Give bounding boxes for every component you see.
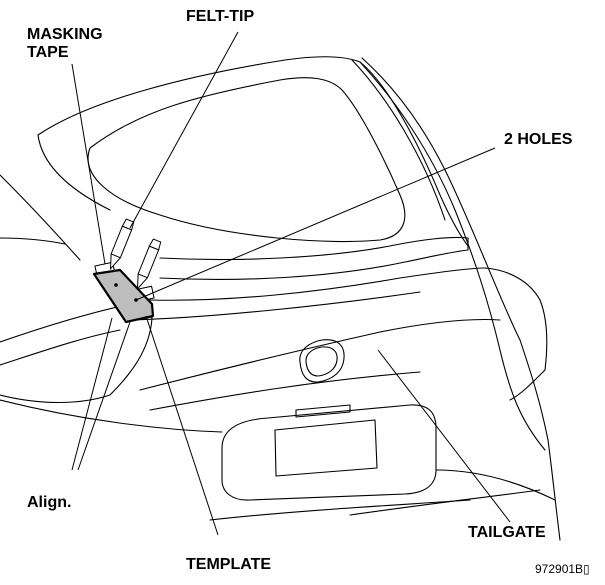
bumper-corner [435,469,556,501]
license-plate [274,419,378,477]
leader-align-2 [77,321,131,471]
label-align: Align. [27,494,72,511]
right-body-lower [519,339,561,541]
label-felt-tip: FELT-TIP [186,8,255,25]
label-two-holes: 2 HOLES [504,131,573,148]
label-masking-tape-line1: MASKING [27,26,103,43]
emblem-outer [299,339,345,383]
label-masking-tape-line2: TAPE [27,44,69,61]
body-c-pillar-outer [351,59,446,221]
window-lower-edge [37,134,111,211]
left-roof-line [0,237,66,245]
label-tailgate: TAILGATE [468,524,546,541]
body-side-right [359,61,546,451]
bumper-upper [0,399,223,433]
template-sheet [92,268,155,324]
tailgate-upper-2 [129,291,421,321]
rear-window-outer [37,56,469,247]
plate-recess [221,404,437,501]
leader-felt-tip [129,31,239,229]
rear-window-inner [87,77,406,243]
plate-lamp [295,404,351,418]
right-panel-edge [509,369,546,401]
bumper-lower [349,489,541,516]
leader-masking-tape [71,63,106,265]
left-lamp [0,301,153,403]
label-template: TEMPLATE [186,556,272,573]
left-fender [0,174,81,261]
bumper-line [209,499,471,521]
rear-edge-right [361,57,521,341]
tailgate-upper [149,267,486,301]
right-lamp [484,267,548,371]
tailgate-lower-edge [149,371,421,411]
leader-tailgate [377,349,511,523]
leader-two-holes [135,147,496,301]
template-assembly [92,218,162,324]
leader-template [145,315,219,536]
spoiler [159,236,469,280]
hole-1 [114,283,118,287]
left-lamp-detail [0,329,121,366]
emblem-inner [305,346,338,377]
leader-align-1 [71,317,113,471]
figure-code: 972901B▯ [535,562,590,576]
felt-tip-pen-2 [136,238,162,291]
tailgate-panel [139,318,501,391]
